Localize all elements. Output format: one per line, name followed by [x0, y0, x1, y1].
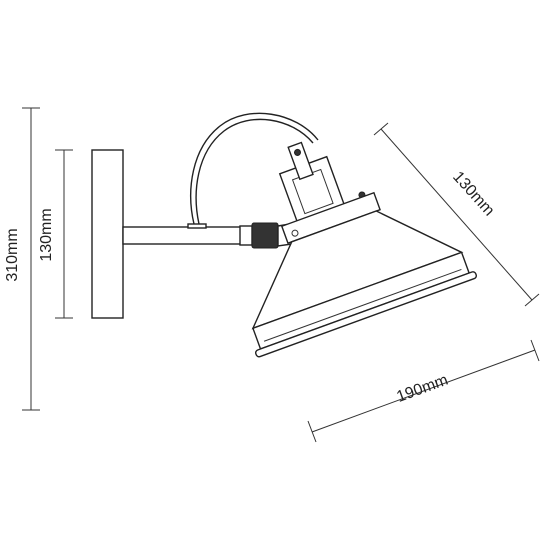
- lamp-cable-inner: [195, 118, 314, 225]
- arm-mount: [187, 223, 207, 229]
- collar-pin: [291, 229, 299, 237]
- dimension-line: [311, 349, 536, 433]
- dimension-total-height: 310mm: [4, 107, 40, 411]
- dimension-label-shade-depth: 130mm: [449, 168, 497, 219]
- bracket-screw: [294, 148, 302, 156]
- skirt-line: [263, 268, 462, 342]
- dimension-tick-bottom: [524, 293, 540, 307]
- dimension-label-shade-diameter: 190mm: [394, 372, 450, 406]
- dimension-tick-top: [373, 122, 389, 136]
- arm-tube: [122, 226, 252, 245]
- dimension-line: [380, 128, 533, 301]
- dimension-label-total-height: 310mm: [4, 228, 21, 281]
- dimension-tick-left: [307, 420, 317, 443]
- shade-rim: [254, 271, 477, 358]
- lamp-shade-assembly: [251, 141, 477, 358]
- dimension-plate-height: 130mm: [38, 149, 73, 319]
- dimension-shade-diameter: 190mm: [307, 339, 540, 443]
- dimension-label-plate-height: 130mm: [38, 208, 55, 261]
- arm-connector: [251, 222, 279, 249]
- arm-ring: [239, 225, 253, 246]
- lamp-arm: [122, 222, 293, 249]
- dimension-tick-right: [530, 339, 540, 362]
- wall-plate: [91, 149, 124, 319]
- lamp-cable: [190, 112, 319, 225]
